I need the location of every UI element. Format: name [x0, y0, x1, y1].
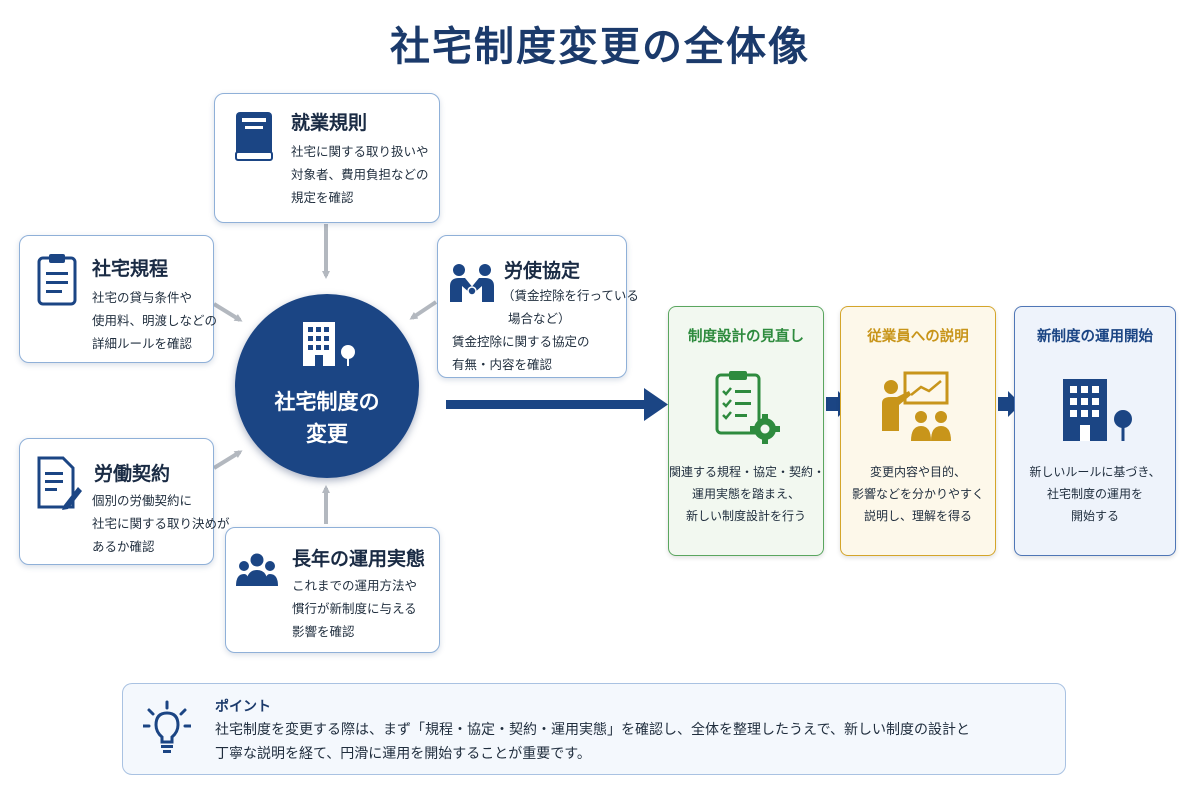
building-icon: [1063, 379, 1132, 441]
step-explanation-desc: 変更内容や目的、 影響などを分かりやすく 説明し、理解を得る: [841, 461, 995, 527]
step-redesign: 制度設計の見直し 関連する規程・協定・契約・ 運用実態を踏まえ、 新しい制度設計…: [668, 306, 826, 556]
card-rules-desc: 社宅に関する取り扱いや 対象者、費用負担などの 規定を確認: [291, 140, 429, 209]
point-title: ポイント: [215, 699, 271, 715]
arrow-agreement-to-center: [409, 300, 438, 320]
point-callout: ポイント 社宅制度を変更する際は、まず「規程・協定・契約・運用実態」を確認し、全…: [122, 683, 1066, 775]
desc-line: あるか確認: [92, 539, 155, 554]
center-line: 社宅制度の: [274, 390, 380, 414]
card-rules: 就業規則 社宅に関する取り扱いや 対象者、費用負担などの 規定を確認: [214, 93, 440, 223]
desc-line: 関連する規程・協定・契約・: [669, 465, 826, 479]
step-redesign-title: 制度設計の見直し: [688, 329, 804, 345]
step-arrow-2-shaft: [998, 397, 1008, 411]
card-labor-contract: 労働契約 個別の労働契約に 社宅に関する取り決めが あるか確認: [19, 438, 230, 565]
handshake-icon: [450, 264, 494, 302]
card-operational-practice: 長年の運用実態 これまでの運用方法や 慣行が新制度に与える 影響を確認: [225, 527, 440, 653]
desc-line: 影響などを分かりやすく: [851, 487, 984, 501]
center-hub-label: 社宅制度の 変更: [235, 386, 419, 450]
desc-line: 詳細ルールを確認: [92, 336, 193, 351]
desc-line: 社宅に関する取り決めが: [92, 516, 230, 531]
presentation-icon: [882, 371, 951, 441]
arrow-contract-to-center: [212, 450, 243, 470]
card-agreement-desc: （賃金控除を行っている 場合など） 賃金控除に関する協定の 有無・内容を確認: [452, 284, 639, 376]
step-explanation-title: 従業員への説明: [867, 329, 969, 345]
desc-line: 開始する: [1070, 509, 1119, 523]
document-pen-icon: [37, 456, 82, 510]
desc-line: 個別の労働契約に: [92, 493, 193, 508]
building-icon: [303, 322, 355, 366]
desc-line: 運用実態を踏まえ、: [691, 487, 800, 501]
desc-line: 社宅制度の運用を: [1046, 487, 1143, 501]
card-agreement-title: 労使協定: [504, 260, 581, 282]
desc-line: 賃金控除に関する協定の: [452, 334, 590, 349]
arrow-housing-to-center: [212, 302, 243, 322]
book-icon: [235, 112, 273, 161]
desc-line: 新しいルールに基づき、: [1029, 465, 1161, 479]
point-line: 社宅制度を変更する際は、まず「規程・協定・契約・運用実態」を確認し、全体を整理し…: [215, 722, 971, 738]
clipboard-icon: [37, 254, 77, 306]
desc-line: 慣行が新制度に与える: [292, 601, 417, 616]
desc-line: 社宅の貸与条件や: [92, 290, 193, 305]
card-rules-title: 就業規則: [291, 112, 368, 134]
desc-line: 場合など）: [508, 311, 571, 326]
desc-line: 説明し、理解を得る: [863, 509, 972, 523]
desc-line: 変更内容や目的、: [869, 465, 966, 479]
point-line: 丁寧な説明を経て、円滑に運用を開始することが重要です。: [215, 746, 591, 762]
desc-line: 新しい制度設計を行う: [685, 509, 806, 523]
step-operation-title: 新制度の運用開始: [1037, 329, 1153, 345]
card-housing-desc: 社宅の貸与条件や 使用料、明渡しなどの 詳細ルールを確認: [92, 286, 217, 355]
step-operation-desc: 新しいルールに基づき、 社宅制度の運用を 開始する: [1015, 461, 1175, 527]
checklist-gear-icon: [715, 371, 780, 444]
desc-line: これまでの運用方法や: [292, 578, 418, 593]
center-line: 変更: [306, 422, 348, 446]
desc-line: 対象者、費用負担などの: [291, 167, 429, 182]
desc-line: （賃金控除を行っている: [502, 288, 639, 303]
flow-arrow-shaft: [446, 400, 644, 409]
step-operation-start: 新制度の運用開始 新しいルールに基づき、 社宅制度の運用を 開始する: [1014, 306, 1176, 556]
card-contract-desc: 個別の労働契約に 社宅に関する取り決めが あるか確認: [92, 489, 230, 558]
desc-line: 使用料、明渡しなどの: [92, 313, 218, 328]
lightbulb-icon: [143, 700, 191, 753]
card-contract-title: 労働契約: [94, 463, 171, 485]
card-practice-desc: これまでの運用方法や 慣行が新制度に与える 影響を確認: [292, 574, 417, 643]
step-explanation: 従業員への説明 変更内容や目的、 影響などを分かりやすく 説明し、理解を得る: [840, 306, 996, 556]
desc-line: 社宅に関する取り扱いや: [291, 144, 429, 159]
point-text: 社宅制度を変更する際は、まず「規程・協定・契約・運用実態」を確認し、全体を整理し…: [215, 718, 970, 766]
desc-line: 有無・内容を確認: [452, 357, 553, 372]
people-group-icon: [236, 553, 278, 586]
desc-line: 規定を確認: [291, 190, 354, 205]
step-arrow-1-shaft: [826, 397, 838, 411]
card-housing-title: 社宅規程: [92, 258, 169, 280]
card-housing-rules: 社宅規程 社宅の貸与条件や 使用料、明渡しなどの 詳細ルールを確認: [19, 235, 217, 363]
step-redesign-desc: 関連する規程・協定・契約・ 運用実態を踏まえ、 新しい制度設計を行う: [669, 461, 826, 527]
page-title: 社宅制度変更の全体像: [390, 24, 810, 70]
card-labor-agreement: 労使協定 （賃金控除を行っている 場合など） 賃金控除に関する協定の 有無・内容…: [437, 235, 639, 378]
flow-arrow-head: [644, 388, 668, 421]
card-practice-title: 長年の運用実態: [292, 548, 426, 570]
center-hub-circle: 社宅制度の 変更: [235, 294, 419, 478]
desc-line: 影響を確認: [292, 624, 355, 639]
